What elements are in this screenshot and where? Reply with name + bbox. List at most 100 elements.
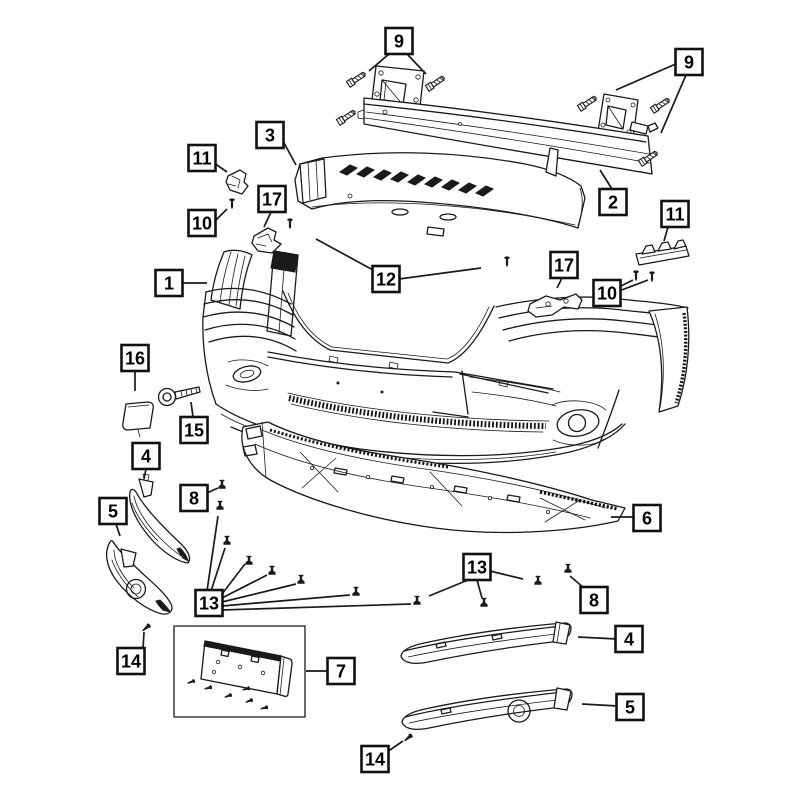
leader-line: [142, 631, 145, 650]
leader-line: [221, 583, 297, 603]
part-impact-bar: [357, 65, 659, 175]
callout-11[interactable]: 11: [187, 143, 217, 173]
callout-3[interactable]: 3: [255, 120, 285, 150]
hex-bolt-icon: [649, 96, 672, 114]
callout-9[interactable]: 9: [674, 47, 704, 77]
leader-line: [406, 53, 427, 75]
part-bracket-17-right: [527, 293, 583, 318]
part-bracket-11-right: [635, 239, 690, 266]
callout-13[interactable]: 13: [462, 552, 492, 582]
self-tap-screw-icon: [140, 622, 152, 634]
callout-5[interactable]: 5: [615, 692, 645, 722]
leader-line: [577, 636, 618, 640]
svg-text:14: 14: [121, 652, 141, 672]
callout-17[interactable]: 17: [549, 250, 579, 280]
leader-line: [221, 574, 268, 599]
leader-line: [115, 523, 121, 537]
callout-16[interactable]: 16: [120, 343, 150, 373]
callout-9[interactable]: 9: [384, 26, 414, 56]
self-tap-screw-icon: [402, 732, 414, 744]
svg-text:9: 9: [394, 32, 404, 52]
push-pin-clip-icon: [533, 575, 543, 586]
callout-12[interactable]: 12: [371, 264, 401, 294]
callout-6[interactable]: 6: [632, 503, 662, 533]
machine-screw-icon: [287, 218, 293, 230]
leader-line: [282, 140, 297, 166]
push-pin-clip-icon: [563, 563, 573, 574]
part-lower-valance: [241, 421, 626, 534]
leader-line: [221, 563, 246, 595]
part-energy-absorber: [294, 147, 586, 237]
self-tap-screw-icon: [223, 692, 233, 700]
part-tow-hook-cover: [122, 401, 154, 438]
leader-line: [428, 579, 469, 597]
leader-line: [556, 277, 563, 289]
part-bracket-11-left: [225, 169, 249, 195]
callout-14[interactable]: 14: [360, 744, 390, 774]
part-license-bracket-kit: [173, 625, 306, 718]
push-pin-clip-icon: [412, 595, 422, 606]
part-tow-hook: [157, 386, 201, 407]
svg-text:1: 1: [164, 274, 174, 294]
callout-13[interactable]: 13: [194, 588, 224, 618]
self-tap-screw-icon: [186, 678, 196, 686]
callout-17[interactable]: 17: [257, 184, 287, 214]
callout-7[interactable]: 7: [326, 656, 356, 686]
license-kit-box: [173, 625, 306, 718]
leader-line: [221, 603, 412, 611]
svg-text:15: 15: [184, 421, 204, 441]
svg-text:2: 2: [608, 193, 618, 213]
part-molding-4-right: [400, 621, 572, 664]
svg-text:5: 5: [108, 502, 118, 522]
hex-bolt-icon: [424, 74, 447, 92]
leader-line: [489, 570, 524, 580]
leader-line: [618, 279, 649, 292]
callout-14[interactable]: 14: [116, 646, 146, 676]
leader-line: [206, 487, 219, 494]
svg-text:12: 12: [376, 270, 396, 290]
leader-line: [143, 468, 147, 480]
callout-1[interactable]: 1: [154, 268, 184, 298]
push-pin-clip-icon: [351, 586, 361, 597]
callout-15[interactable]: 15: [179, 415, 209, 445]
callout-8[interactable]: 8: [579, 585, 609, 615]
callouts-layer: 9 9 3 2 11 10 17 11 10 17 12 1 16 15 4 5 8 6 13 13 8 14 7 4 5 14: [98, 26, 704, 774]
svg-text:3: 3: [265, 126, 275, 146]
svg-text:6: 6: [642, 509, 652, 529]
svg-text:4: 4: [624, 630, 634, 650]
leader-line: [221, 594, 351, 607]
callout-4[interactable]: 4: [131, 441, 161, 471]
callout-10[interactable]: 10: [187, 208, 217, 238]
machine-screw-icon: [633, 270, 639, 282]
svg-text:14: 14: [365, 750, 385, 770]
svg-text:11: 11: [192, 149, 211, 169]
push-pin-clip-icon: [215, 500, 225, 511]
callout-8[interactable]: 8: [179, 483, 209, 513]
self-tap-screw-icon: [244, 697, 254, 705]
callout-10[interactable]: 10: [592, 278, 622, 308]
part-molding-5-left: [105, 539, 173, 615]
leader-line: [660, 74, 687, 134]
leader-line: [368, 53, 390, 72]
svg-text:13: 13: [467, 558, 487, 578]
svg-text:11: 11: [665, 205, 684, 225]
leader-line: [476, 579, 483, 599]
part-molding-5-right: [401, 687, 573, 730]
push-pin-clip-icon: [217, 479, 227, 490]
svg-text:9: 9: [684, 53, 694, 73]
svg-text:4: 4: [141, 447, 151, 467]
svg-text:10: 10: [597, 284, 617, 304]
hex-bolt-icon: [576, 94, 599, 112]
callout-4[interactable]: 4: [614, 624, 644, 654]
leader-line: [315, 238, 374, 271]
callout-5[interactable]: 5: [98, 496, 128, 526]
svg-text:13: 13: [199, 594, 219, 614]
svg-text:5: 5: [625, 698, 635, 718]
callout-2[interactable]: 2: [598, 187, 628, 217]
callout-11[interactable]: 11: [660, 199, 690, 229]
svg-text:7: 7: [336, 662, 346, 682]
svg-text:17: 17: [554, 256, 574, 276]
svg-text:10: 10: [192, 214, 212, 234]
